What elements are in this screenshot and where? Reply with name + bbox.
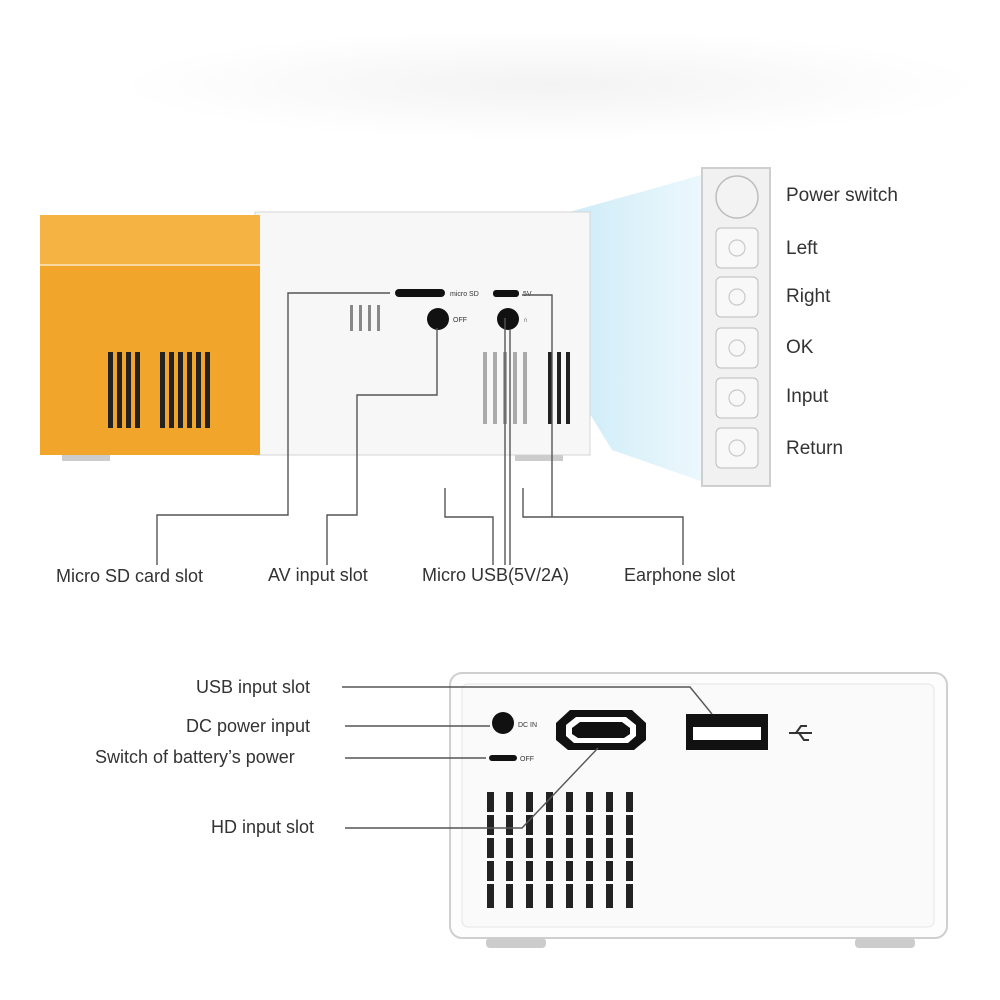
label-right: Right — [786, 286, 831, 307]
label-ok: OK — [786, 337, 814, 358]
right-vents-dark — [548, 352, 570, 424]
label-usb-input: USB input slot — [196, 677, 311, 697]
label-earphone: Earphone slot — [624, 565, 736, 585]
micro-usb-port — [493, 290, 519, 297]
micro-sd-slot — [395, 289, 445, 297]
av-marking: OFF — [453, 317, 467, 324]
projector-orange-top — [40, 215, 260, 265]
foot — [486, 938, 546, 948]
front-leader-lines — [156, 292, 684, 565]
right-button — [715, 276, 759, 318]
projector-side-view: micro SD 5V OFF ∩ — [40, 172, 712, 485]
label-micro-sd: Micro SD card slot — [56, 566, 204, 586]
label-hd-input: HD input slot — [211, 817, 315, 837]
foot — [62, 455, 110, 461]
battery-switch — [489, 755, 517, 761]
input-button — [715, 377, 759, 419]
label-input: Input — [786, 386, 829, 407]
label-micro-usb: Micro USB(5V/2A) — [422, 565, 570, 585]
foot — [855, 938, 915, 948]
av-input-jack — [427, 308, 449, 330]
usb-symbol-icon — [789, 725, 812, 741]
ok-button — [715, 327, 759, 369]
label-dc-power: DC power input — [186, 716, 311, 736]
earphone-marking: ∩ — [523, 317, 528, 324]
hd-port-pins — [572, 722, 630, 738]
switch-marking: OFF — [520, 756, 534, 763]
back-vents — [487, 792, 633, 908]
return-button — [715, 427, 759, 469]
label-battery-switch: Switch of battery’s power — [95, 747, 295, 767]
projector-body-white — [254, 211, 591, 456]
label-left: Left — [786, 238, 818, 259]
label-power-switch: Power switch — [786, 185, 898, 206]
foot — [515, 455, 563, 461]
earphone-jack — [497, 308, 519, 330]
usb-port-tongue — [693, 727, 761, 740]
back-vent-breaks — [484, 812, 636, 884]
background-shadow — [120, 30, 980, 140]
dc-marking: DC IN — [518, 722, 537, 729]
power-switch-button — [715, 175, 759, 219]
button-panel — [701, 167, 771, 487]
projector-back-view: DC IN OFF — [449, 672, 948, 948]
sd-marking: micro SD — [450, 291, 479, 298]
small-vents — [350, 305, 380, 331]
label-return: Return — [786, 438, 844, 459]
label-av-input: AV input slot — [268, 565, 368, 585]
button-glyphs — [728, 239, 746, 457]
left-button — [715, 227, 759, 269]
orange-vents — [108, 352, 210, 428]
dc-power-jack — [492, 712, 514, 734]
back-leader-lines — [342, 686, 713, 829]
